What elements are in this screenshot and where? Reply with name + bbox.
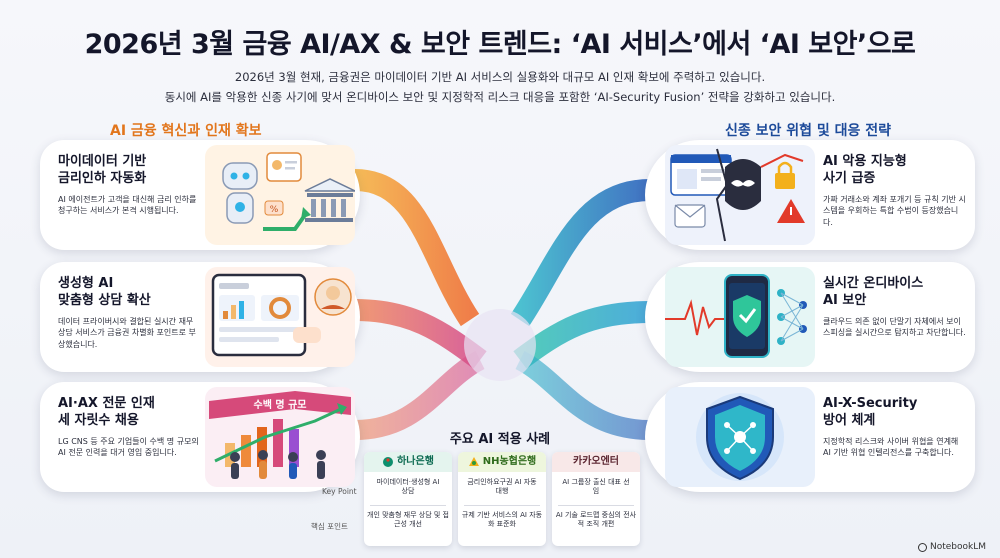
card-description: 클라우드 의존 없이 단말기 자체에서 보이스피싱을 실시간으로 탐지하고 차단…	[823, 316, 966, 338]
case-card-hana: 하나은행 마이데이터·생성형 AI 상담 개인 맞춤형 재무 상담 및 접근성 …	[364, 452, 452, 546]
email-icon	[674, 204, 706, 228]
case-key-point: AI 그룹장 출신 대표 선임	[558, 478, 634, 506]
case-key-point: 마이데이터·생성형 AI 상담	[370, 478, 446, 506]
nh-logo-icon	[468, 457, 479, 466]
case-core-point: 규제 기반 서비스의 AI 자동화 표준화	[461, 511, 543, 529]
right-section-title: 신종 보안 위협 및 대응 전략	[725, 123, 892, 139]
card-ai-fraud-surge: AI 악용 지능형 사기 급증 가짜 거래소와 계좌 포개기 등 규칙 기반 시…	[645, 140, 975, 250]
card-title: 생성형 AI 맞춤형 상담 확산	[58, 276, 151, 308]
consultant-avatar-icon	[314, 278, 352, 316]
page-title: 2026년 3월 금융 AI/AX & 보안 트렌드: ‘AI 서비스’에서 ‘…	[84, 29, 916, 60]
card-title: AI·AX 전문 인재 세 자릿수 채용	[58, 396, 155, 428]
fraud-hacker-illustration	[665, 145, 815, 245]
card-description: 가짜 거래소와 계좌 포개기 등 규칙 기반 시스템을 우회하는 특합 수법이 …	[823, 194, 966, 227]
case-bank-name: 하나은행	[397, 456, 434, 467]
brand-name: NotebookLM	[929, 542, 986, 552]
growth-bar-chart-icon	[214, 403, 347, 467]
card-title: 실시간 온디바이스 AI 보안	[823, 276, 924, 308]
card-on-device-ai-security: 실시간 온디바이스 AI 보안 클라우드 의존 없이 단말기 자체에서 보이스피…	[645, 262, 975, 372]
lock-icon	[775, 161, 795, 189]
neural-network-icon	[777, 289, 807, 345]
cases-title: 주요 AI 적용 사례	[449, 432, 551, 447]
case-core-point: 개인 맞춤형 재무 상담 및 접근성 개선	[367, 511, 449, 529]
case-bank-name: NH농협은행	[482, 456, 537, 467]
card-ai-x-security-defense: AI-X-Security 방어 체계 지정학적 리스크와 사이버 위협을 연계…	[645, 382, 975, 492]
talent-growth-illustration: 수백 명 규모	[205, 387, 355, 487]
ai-robot-bank-illustration: %	[205, 145, 355, 245]
robot-icon	[222, 162, 258, 224]
shield-network-icon	[706, 395, 774, 481]
consulting-tablet-illustration	[205, 267, 355, 367]
shield-check-icon	[733, 295, 761, 337]
card-title: 마이데이터 기반 금리인하 자동화	[58, 154, 147, 186]
case-card-kakao-ent: 카카오엔터 AI 그룹장 출신 대표 선임 AI 기술 로드맵 중심의 전사적 …	[552, 452, 640, 546]
core-point-label: 핵심 포인트	[311, 522, 348, 531]
people-group-icon	[230, 450, 326, 479]
card-description: AI 에이전트가 고객을 대신해 금리 인하를 청구하는 서비스가 본격 시행됩…	[58, 194, 197, 216]
warning-icon	[777, 199, 805, 223]
percent-tag-icon: %	[264, 200, 284, 216]
notebooklm-logo-icon	[917, 542, 927, 552]
case-card-nh: NH농협은행 금리인하요구권 AI 자동대행 규제 기반 서비스의 AI 자동화…	[458, 452, 546, 546]
card-title: AI-X-Security 방어 체계	[823, 396, 918, 428]
case-core-point: AI 기술 로드맵 중심의 전사적 조직 개편	[555, 511, 637, 529]
card-ai-talent-hiring: AI·AX 전문 인재 세 자릿수 채용 LG CNS 등 주요 기업들이 수백…	[40, 382, 360, 492]
card-mydata-automation: 마이데이터 기반 금리인하 자동화 AI 에이전트가 고객을 대신해 금리 인하…	[40, 140, 360, 250]
key-point-label: Key Point	[322, 487, 357, 496]
card-description: LG CNS 등 주요 기업들이 수백 명 규모의 AI 전문 인력을 대거 영…	[58, 436, 199, 458]
hiring-scale-banner: 수백 명 규모	[254, 398, 307, 411]
brand-watermark: NotebookLM	[917, 542, 986, 552]
case-bank-name: 카카오엔터	[573, 456, 619, 467]
chat-bubble-icon	[293, 327, 321, 343]
subtitle-line-1: 2026년 3월 현재, 금융권은 마이데이터 기반 AI 서비스의 실용화와 …	[234, 70, 766, 84]
bank-building-icon	[304, 178, 355, 222]
svg-text:%: %	[270, 205, 279, 215]
subtitle-line-2: 동시에 AI를 악용한 신종 사기에 맞서 온디바이스 보안 및 지정학적 리스…	[164, 90, 836, 104]
left-section-title: AI 금융 혁신과 인재 확보	[110, 123, 262, 139]
card-description: 지정학적 리스크와 사이버 위협을 연계해 AI 기반 위협 인텔리전스를 구축…	[823, 436, 959, 458]
card-description: 데이터 프라이버시와 결합된 실시간 재무 상담 서비스가 금융권 차별화 포인…	[58, 316, 196, 349]
tablet-dashboard-icon	[211, 273, 307, 357]
card-generative-ai-consulting: 생성형 AI 맞춤형 상담 확산 데이터 프라이버시와 결합된 실시간 재무 상…	[40, 262, 360, 372]
hacker-mask-icon	[725, 159, 761, 210]
case-key-point: 금리인하요구권 AI 자동대행	[464, 478, 540, 506]
user-profile-card-icon	[266, 152, 302, 182]
browser-window-icon	[670, 154, 732, 196]
phone-shield-illustration	[665, 267, 815, 367]
security-shield-illustration	[665, 387, 815, 487]
card-title: AI 악용 지능형 사기 급증	[823, 154, 907, 186]
hana-logo-icon	[383, 457, 394, 467]
